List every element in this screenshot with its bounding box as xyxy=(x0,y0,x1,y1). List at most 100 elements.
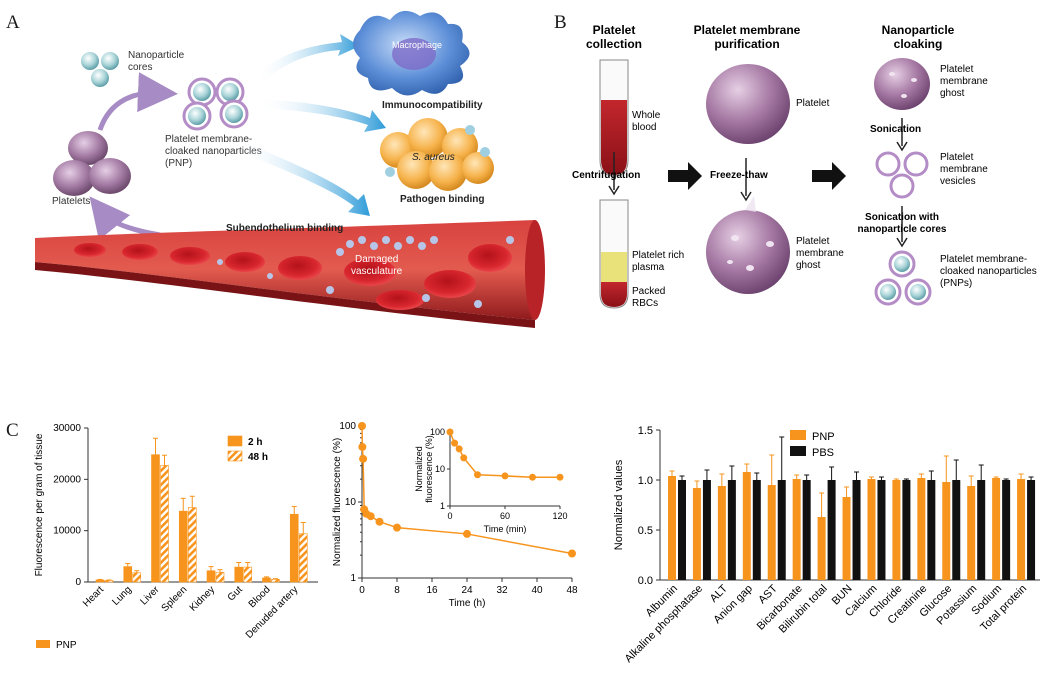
y-tick-label: 10 xyxy=(345,497,357,508)
label-pnps-1: Platelet membrane- xyxy=(940,254,1027,265)
y-axis-label: Normalized values xyxy=(613,459,625,550)
bar-48 h xyxy=(298,533,308,583)
arrow-to-pathogen xyxy=(258,100,386,132)
label-packed: Packed xyxy=(632,286,665,297)
bar-48 h xyxy=(160,465,169,583)
x-tick-label: Heart xyxy=(81,584,106,609)
x-tick-label: Blood xyxy=(247,584,273,610)
x-tick-label: 24 xyxy=(461,585,473,596)
label-ghost-c-3: ghost xyxy=(940,88,965,99)
label-pnps-3: (PNPs) xyxy=(940,278,972,289)
y-tick-label: 0.0 xyxy=(638,575,653,587)
label-damaged: Damaged xyxy=(355,254,398,265)
x-tick-label: 32 xyxy=(496,585,508,596)
bar-48 h xyxy=(187,507,197,583)
label-pnp-3: (PNP) xyxy=(165,158,192,169)
inset-data-point xyxy=(455,445,463,453)
y-tick-label: 30000 xyxy=(53,423,81,434)
label-ghost-b-1: Platelet xyxy=(796,236,830,247)
tube-centrifuged xyxy=(599,199,629,309)
nanoparticle-cores xyxy=(81,52,119,87)
label-pnp-2: cloaked nanoparticles xyxy=(165,146,262,157)
legend-label: 2 h xyxy=(248,437,262,448)
panel-label-c: C xyxy=(6,420,19,441)
bar-PBS xyxy=(727,480,736,580)
bar-PNP xyxy=(867,479,876,580)
x-tick-label: 0 xyxy=(359,585,365,596)
label-sonication: Sonication xyxy=(870,124,921,135)
inset-data-point xyxy=(501,472,509,480)
bar-PNP xyxy=(992,478,1001,580)
col2-title-1: Platelet membrane xyxy=(694,23,801,37)
bar-PNP xyxy=(842,497,851,580)
col2-title-2: purification xyxy=(714,37,779,51)
label-platelet: Platelet xyxy=(796,98,830,109)
platelet-ghost-small xyxy=(874,58,930,110)
data-point xyxy=(375,517,384,526)
inset-y-label-1: Normalized xyxy=(414,446,424,492)
col1-title-1: Platelet xyxy=(593,23,636,37)
x-tick-label: Spleen xyxy=(160,584,190,614)
inset-x-tick-label: 60 xyxy=(500,511,510,521)
pnp-cluster xyxy=(182,77,249,131)
legend-label: PBS xyxy=(812,447,834,459)
bar-PBS xyxy=(827,480,836,580)
inset-y-label-2: fluorescence (%) xyxy=(424,435,434,503)
y-axis-label: Normalized fluorescence (%) xyxy=(332,438,343,566)
footnote-swatch xyxy=(36,640,50,648)
label-ghost-c-1: Platelet xyxy=(940,64,974,75)
data-point xyxy=(359,454,368,463)
label-sonication-with: Sonication with xyxy=(865,212,939,223)
label-ghost-b-2: membrane xyxy=(796,248,844,259)
bar-PBS xyxy=(927,480,936,580)
footnote-label: PNP xyxy=(56,640,77,651)
label-nanoparticle-cores: nanoparticle cores xyxy=(858,224,947,235)
bar-PNP xyxy=(742,472,751,580)
big-arrow-1 xyxy=(668,162,702,190)
label-macrophage: Macrophage xyxy=(392,40,442,50)
label-blood: blood xyxy=(632,122,656,133)
x-tick-label: Denuded artery xyxy=(244,584,301,641)
label-whole: Whole xyxy=(632,110,661,121)
label-immunocompatibility: Immunocompatibility xyxy=(382,100,483,111)
bar-PNP xyxy=(942,482,951,580)
inset-data-point xyxy=(556,473,564,481)
label-platelets: Platelets xyxy=(52,196,90,207)
legend-swatch xyxy=(227,450,243,462)
x-tick-label: 40 xyxy=(531,585,543,596)
bar-PNP xyxy=(692,488,701,580)
label-vesicles-2: membrane xyxy=(940,164,988,175)
col3-title-2: cloaking xyxy=(894,37,943,51)
legend-swatch xyxy=(790,446,806,456)
inset-data-point xyxy=(460,454,468,462)
bar-PBS xyxy=(852,480,861,580)
panel-label-b: B xyxy=(554,12,567,33)
bar-PNP xyxy=(767,485,776,580)
inset-y-tick-label: 100 xyxy=(430,427,445,437)
bar-PBS xyxy=(952,480,961,580)
y-tick-label: 20000 xyxy=(53,474,81,485)
bar-PBS xyxy=(702,480,711,580)
data-point xyxy=(358,422,366,430)
inset-x-tick-label: 120 xyxy=(552,511,567,521)
blood-vessel xyxy=(35,220,545,328)
data-point xyxy=(463,529,471,538)
panel-label-a: A xyxy=(6,12,20,33)
y-tick-label: 0.5 xyxy=(638,525,653,537)
y-tick-label: 0 xyxy=(75,577,81,588)
arrow-vessel-to-platelet xyxy=(89,196,161,241)
bar-2 h xyxy=(151,454,160,583)
y-tick-label: 100 xyxy=(339,421,356,432)
bar-48 h xyxy=(104,580,114,583)
bar-2 h xyxy=(95,579,105,583)
y-tick-label: 10000 xyxy=(53,526,81,537)
label-ghost-c-2: membrane xyxy=(940,76,988,87)
y-axis-label: Fluorescence per gram of tissue xyxy=(34,433,45,576)
label-platelet-rich: Platelet rich xyxy=(632,250,684,261)
bar-2 h xyxy=(178,510,188,583)
inset-series-line xyxy=(449,431,560,478)
bar-PNP xyxy=(792,479,801,580)
bar-PNP xyxy=(817,517,826,580)
